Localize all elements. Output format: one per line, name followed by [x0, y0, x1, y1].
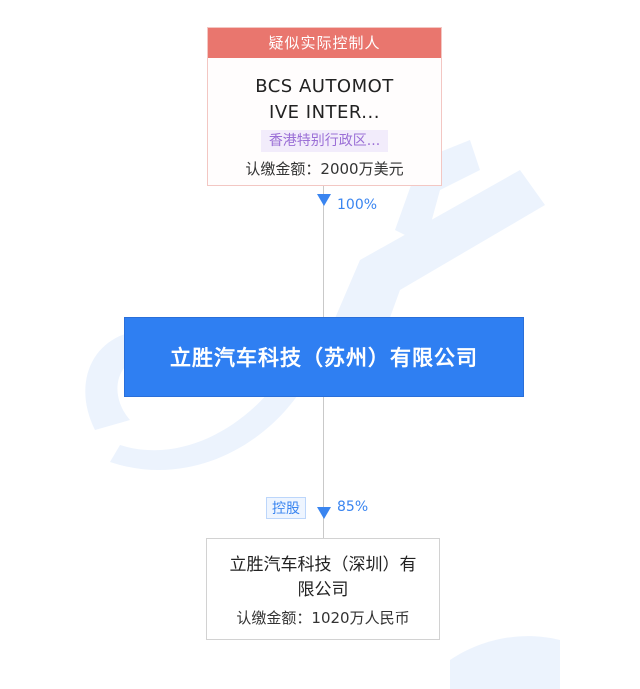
- connector-top: [323, 186, 324, 317]
- ownership-percent-top: 100%: [337, 197, 378, 213]
- subsidiary-capital: 认缴金额：1020万人民币: [236, 609, 410, 627]
- arrow-down-icon: [317, 194, 331, 206]
- main-company-name: 立胜汽车科技（苏州）有限公司: [170, 346, 478, 370]
- arrow-down-icon: [317, 507, 331, 519]
- controller-capital: 认缴金额：2000万美元: [245, 160, 404, 178]
- subsidiary-name[interactable]: 立胜汽车科技（深圳）有限公司: [229, 555, 417, 600]
- controller-name[interactable]: BCS AUTOMOT IVE INTER...: [255, 76, 394, 123]
- ownership-percent-bottom: 85%: [337, 499, 369, 515]
- subsidiary-card[interactable]: 立胜汽车科技（深圳）有限公司 认缴金额：1020万人民币: [206, 538, 440, 640]
- controller-header: 疑似实际控制人: [208, 28, 441, 58]
- main-company-node[interactable]: 立胜汽车科技（苏州）有限公司: [124, 317, 524, 397]
- connector-bottom: [323, 397, 324, 538]
- controller-card[interactable]: 疑似实际控制人 BCS AUTOMOT IVE INTER... 香港特别行政区…: [207, 27, 442, 186]
- holding-tag: 控股: [266, 497, 306, 519]
- region-tag: 香港特别行政区...: [260, 130, 389, 152]
